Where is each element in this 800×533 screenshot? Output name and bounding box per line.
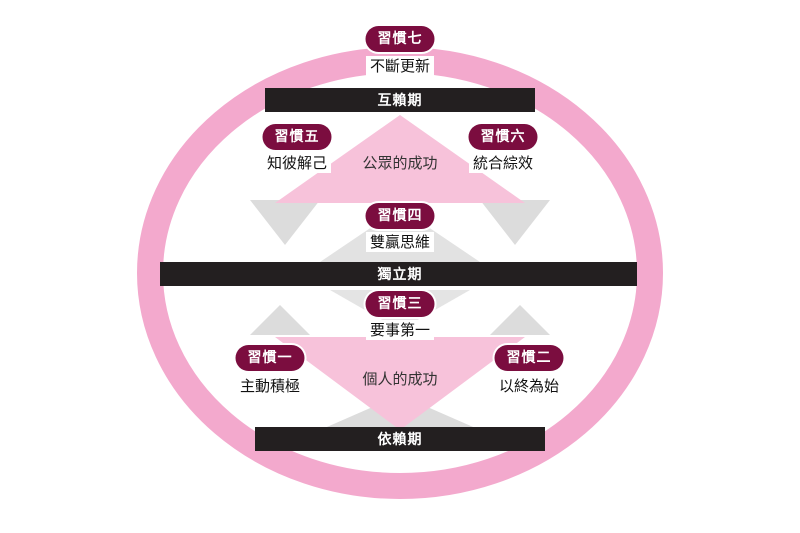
habit-3-tag: 習慣三 <box>365 291 435 317</box>
private-victory-shape <box>275 337 525 430</box>
habit-5-name: 知彼解己 <box>262 153 332 173</box>
public-victory-shape <box>275 115 525 203</box>
habit-3-name: 要事第一 <box>365 320 435 340</box>
interdependence-label: 互賴期 <box>377 93 423 109</box>
habit-2-name: 以終為始 <box>494 376 564 396</box>
habit-4-name: 雙贏思維 <box>365 232 435 252</box>
upper-left-wedge <box>250 200 320 245</box>
habit-1-name: 主動積極 <box>235 376 305 396</box>
habit-2-tag: 習慣二 <box>494 345 564 371</box>
habit-5-tag: 習慣五 <box>262 124 332 150</box>
habit-4-tag: 習慣四 <box>365 203 435 229</box>
independence-bar <box>160 262 637 286</box>
upper-right-wedge <box>480 200 550 245</box>
independence-label: 獨立期 <box>377 267 423 283</box>
dependence-bar <box>255 427 545 451</box>
habit-6-name: 統合綜效 <box>468 153 538 173</box>
public-victory-label: 公眾的成功 <box>362 154 438 172</box>
habit-1-tag: 習慣一 <box>235 345 305 371</box>
habit-7-name: 不斷更新 <box>365 56 435 76</box>
dependence-label: 依賴期 <box>377 432 423 448</box>
lower-left-wedge <box>250 305 310 335</box>
habit-6-tag: 習慣六 <box>468 124 538 150</box>
lower-right-wedge <box>490 305 550 335</box>
private-victory-label: 個人的成功 <box>362 370 438 388</box>
habit-7-tag: 習慣七 <box>365 26 435 52</box>
interdependence-bar <box>265 88 535 112</box>
